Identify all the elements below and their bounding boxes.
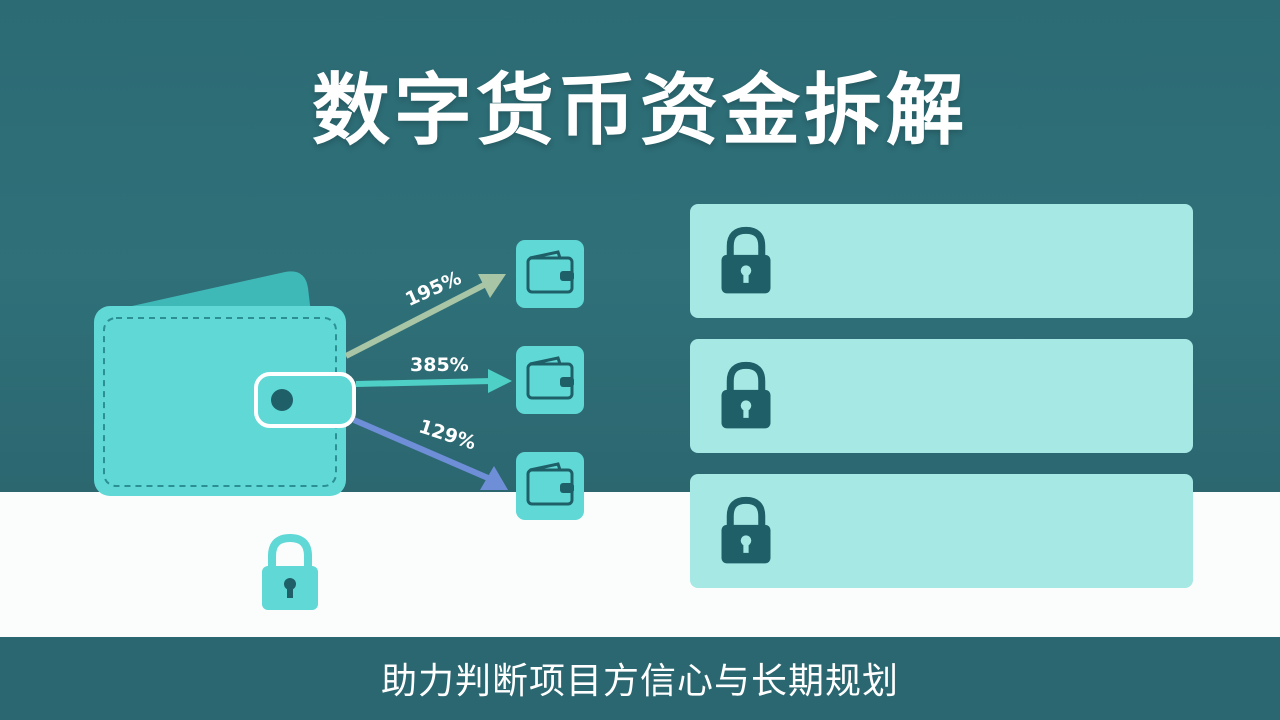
- subtitle: 助力判断项目方信心与长期规划: [380, 661, 899, 702]
- page-title: 数字货币资金拆解: [311, 66, 968, 156]
- lock-icon: [721, 226, 771, 294]
- locked-panel: [690, 474, 1193, 588]
- flow-label-2: 385%: [410, 354, 469, 376]
- lock-icon: [721, 496, 771, 564]
- wallet-icon: [516, 452, 584, 520]
- flow-arrows: [344, 274, 512, 490]
- lock-icon: [262, 534, 318, 610]
- watermark: [1150, 676, 1260, 702]
- bottom-bar: [0, 637, 1280, 720]
- wallet-icon: [516, 346, 584, 414]
- main-wallet-icon: [94, 271, 356, 496]
- arrow-3: [352, 417, 490, 481]
- arrow-1-head: [478, 274, 506, 298]
- lock-icon: [721, 361, 771, 429]
- locked-panel: [690, 339, 1193, 453]
- arrow-1: [344, 281, 488, 359]
- locked-panel: [690, 204, 1193, 318]
- wallet-icon: [516, 240, 584, 308]
- arrow-3-head: [480, 466, 508, 490]
- arrow-2-head: [488, 369, 512, 393]
- arrow-2: [355, 378, 493, 387]
